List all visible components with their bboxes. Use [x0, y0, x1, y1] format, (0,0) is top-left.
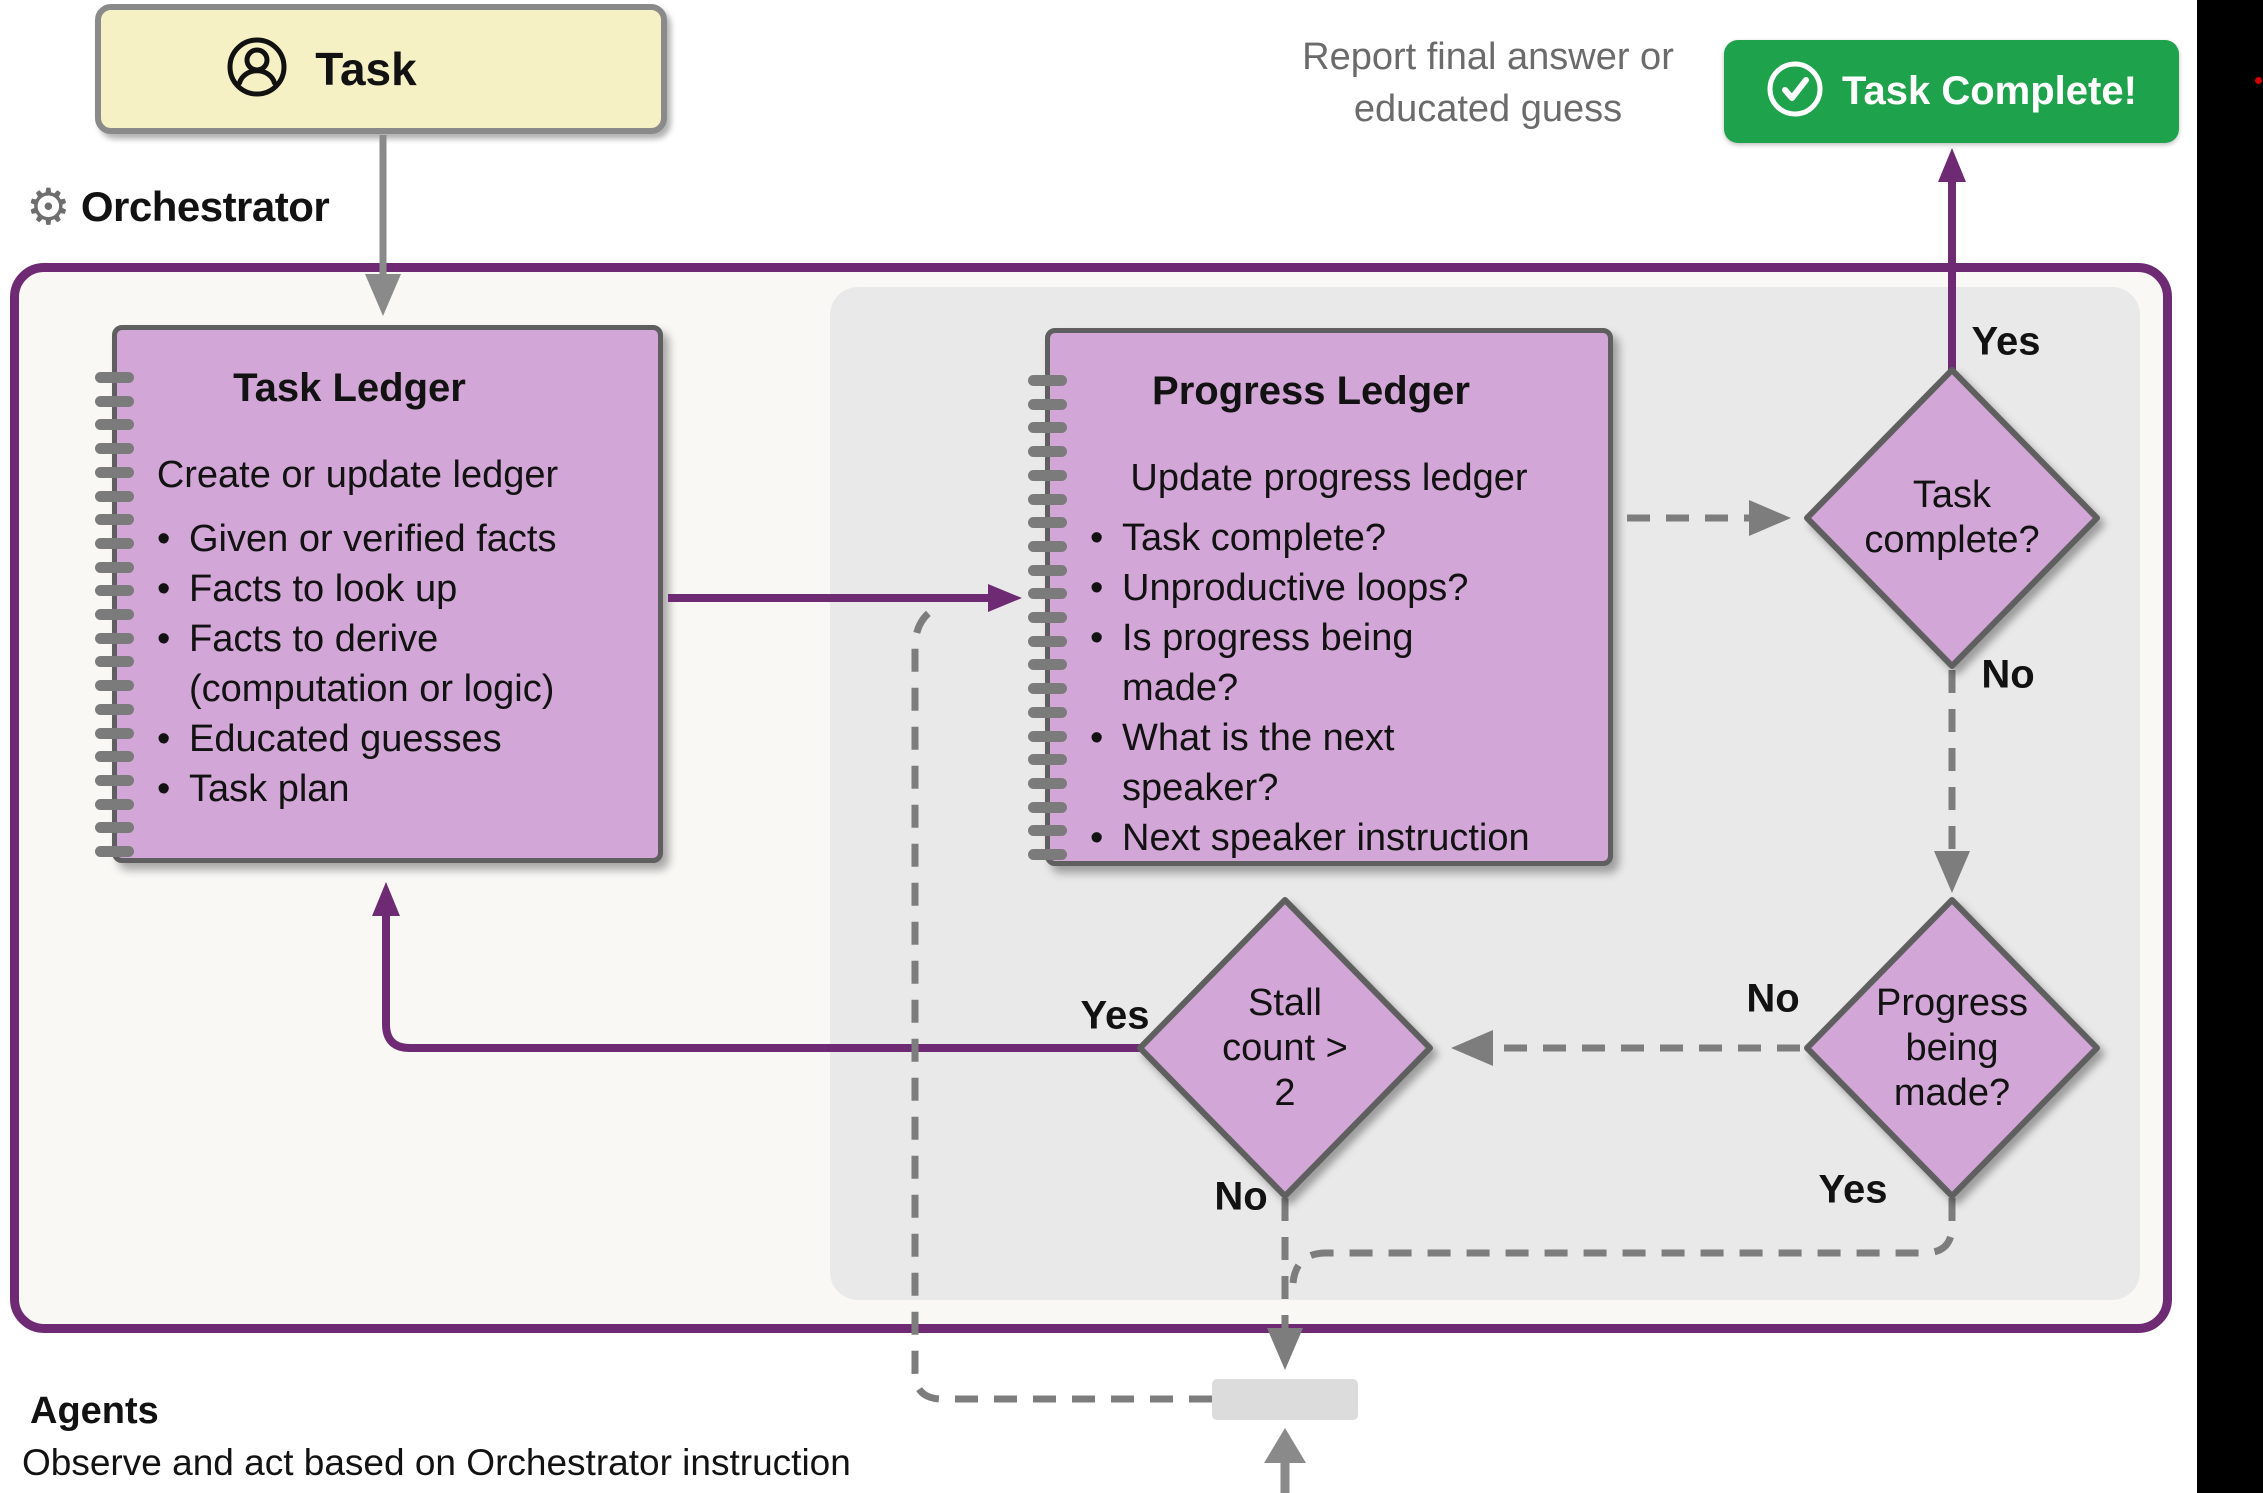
ledger-bullet-item: Facts to derive (computation or logic) [157, 614, 644, 714]
label-taskcomplete-no: No [1981, 652, 2035, 697]
ledger-bullet-item: Task plan [157, 764, 644, 814]
agents-title: Agents [30, 1390, 159, 1432]
ledger-bullet-item: Unproductive loops? [1090, 563, 1594, 613]
task-ledger-subtitle: Create or update ledger [156, 454, 559, 496]
task-ledger-node: Task Ledger Create or update ledger Give… [95, 325, 663, 863]
label-stall-no: No [1214, 1174, 1268, 1219]
task-complete-banner-label: Task Complete! [1842, 69, 2137, 113]
progress-ledger-bullets: Task complete?Unproductive loops?Is prog… [1090, 513, 1594, 863]
task-ledger-title: Task Ledger [233, 366, 466, 410]
ledger-bullet-item: Next speaker instruction [1090, 813, 1594, 863]
user-icon [225, 35, 289, 104]
label-taskcomplete-yes: Yes [1971, 319, 2041, 364]
dashed-agents-to-progressledger [911, 602, 1212, 1403]
agent-chip [1212, 1379, 1358, 1420]
gear-icon: ⚙ [26, 179, 71, 235]
decision-stall-count [1137, 897, 1433, 1199]
decision-task-complete-label: Task complete? [1864, 474, 2040, 561]
check-circle-icon [1766, 60, 1824, 123]
screen-edge-strip [2197, 0, 2263, 1493]
decision-task-complete [1804, 367, 2100, 669]
ledger-bullet-item: What is the next speaker? [1090, 713, 1594, 813]
label-progress-no: No [1746, 976, 1800, 1021]
task-complete-banner: Task Complete! [1724, 40, 2179, 143]
task-node-label: Task [315, 43, 417, 95]
decision-progress-label: Progress being made? [1875, 982, 2029, 1114]
arrow-agents-up-head [1264, 1428, 1306, 1463]
progress-ledger-node: Progress Ledger Update progress ledger T… [1028, 328, 1613, 866]
ledger-bullet-item: Educated guesses [157, 714, 644, 764]
arrow-stall-yes-to-taskledger [372, 882, 1140, 1052]
orchestrator-heading: ⚙ Orchestrator [26, 179, 330, 235]
progress-ledger-subtitle: Update progress ledger [1130, 457, 1528, 499]
report-note: Report final answer or educated guess [1302, 36, 1674, 130]
ledger-bullet-item: Given or verified facts [157, 514, 644, 564]
task-node: Task [95, 4, 667, 134]
ledger-bullet-item: Task complete? [1090, 513, 1594, 563]
orchestrator-label: Orchestrator [80, 183, 330, 230]
decision-progress-being-made [1804, 897, 2100, 1199]
ledger-bullet-item: Facts to look up [157, 564, 644, 614]
red-cursor-dot [2255, 77, 2262, 84]
progress-ledger-title: Progress Ledger [1152, 369, 1470, 413]
task-ledger-bullets: Given or verified factsFacts to look upF… [157, 514, 644, 814]
label-progress-yes: Yes [1818, 1167, 1888, 1212]
ledger-bullet-item: Is progress being made? [1090, 613, 1594, 713]
label-stall-yes: Yes [1080, 993, 1150, 1038]
dashed-progress-yes-return [1289, 1198, 1956, 1284]
decision-stall-label: Stall count > 2 [1222, 982, 1348, 1114]
agents-subtitle: Observe and act based on Orchestrator in… [22, 1442, 851, 1483]
